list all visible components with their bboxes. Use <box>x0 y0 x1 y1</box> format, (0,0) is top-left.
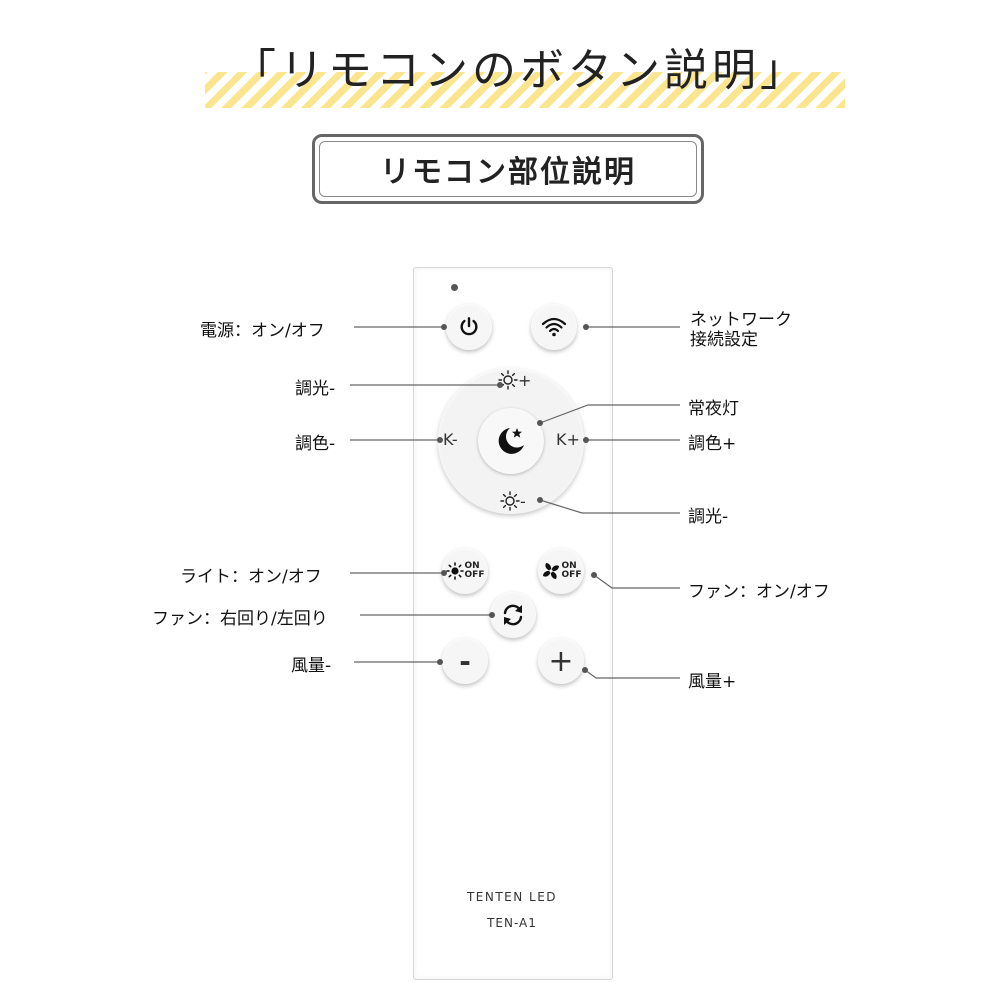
fan-off-text: OFF <box>561 570 582 580</box>
label-wind-plus: 風量+ <box>688 672 737 692</box>
label-fan-rotation: ファン：右回り/左回り <box>152 609 328 629</box>
moon-star-icon <box>498 428 524 454</box>
sun-icon <box>500 491 520 511</box>
minus-icon: - <box>459 644 471 678</box>
label-network-line2: 接続設定 <box>690 330 758 350</box>
subtitle-frame <box>312 134 704 204</box>
brightness-down-sign: - <box>520 491 526 511</box>
label-dim-up: 調光- <box>295 379 336 399</box>
fan-onoff-button[interactable]: ON OFF <box>538 548 584 594</box>
light-bulb-icon <box>445 562 464 580</box>
label-network: ネットワーク 接続設定 <box>690 310 792 350</box>
rotate-icon <box>503 604 523 626</box>
brightness-up-sign: + <box>518 370 532 390</box>
label-power: 電源：オン/オフ <box>200 321 325 341</box>
label-dim-down: 調光- <box>688 507 729 527</box>
night-light-button[interactable] <box>478 408 544 474</box>
light-on-text: ON <box>464 561 480 571</box>
title-highlight <box>205 72 845 108</box>
wifi-icon <box>541 317 567 337</box>
wind-minus-button[interactable]: - <box>442 638 488 684</box>
page-title: 「リモコンのボタン説明」 <box>232 45 808 96</box>
brand-text: TENTEN LED <box>466 890 558 904</box>
sun-icon <box>498 370 518 390</box>
label-wind-minus: 風量- <box>291 656 332 676</box>
light-onoff-button[interactable]: ON OFF <box>442 548 488 594</box>
label-color-minus: 調色- <box>295 434 336 454</box>
fan-rotation-button[interactable] <box>490 592 536 638</box>
power-button[interactable] <box>446 304 492 350</box>
wind-plus-button[interactable]: + <box>538 638 584 684</box>
label-night-light: 常夜灯 <box>688 399 739 419</box>
label-fan-onoff: ファン：オン/オフ <box>688 582 830 602</box>
label-network-line1: ネットワーク <box>690 310 792 330</box>
light-off-text: OFF <box>464 570 485 580</box>
brightness-down-button[interactable]: - <box>500 490 536 512</box>
indicator-led <box>451 284 458 291</box>
model-text: TEN-A1 <box>487 916 537 930</box>
brightness-up-button[interactable]: + <box>498 369 534 391</box>
color-plus-button[interactable]: K+ <box>556 430 580 449</box>
color-minus-button[interactable]: K- <box>443 430 458 449</box>
label-light-onoff: ライト：オン/オフ <box>180 567 322 587</box>
fan-icon <box>542 563 559 579</box>
subtitle: リモコン部位説明 <box>319 141 697 197</box>
plus-icon: + <box>548 643 574 679</box>
label-color-plus: 調色+ <box>688 434 737 454</box>
fan-on-text: ON <box>561 561 577 571</box>
network-button[interactable] <box>531 304 577 350</box>
power-icon <box>460 317 478 336</box>
